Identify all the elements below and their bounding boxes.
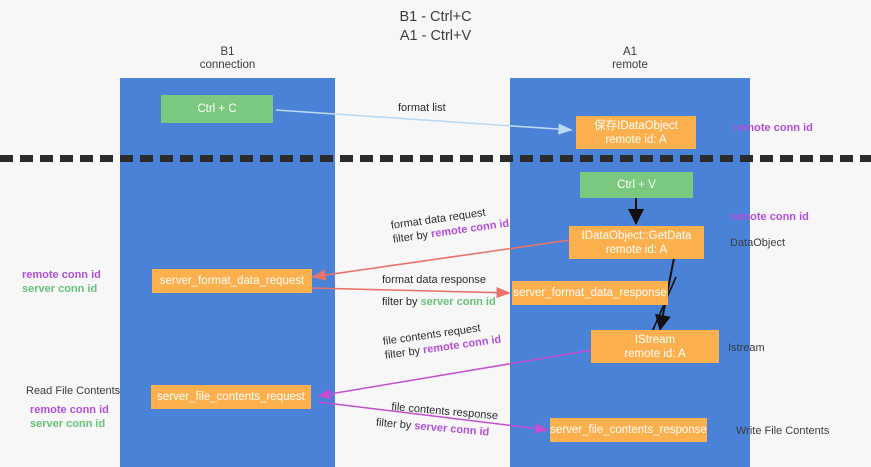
filter-prefix: filter by (375, 416, 415, 433)
box-idataobject-line1: 保存IDataObject (594, 119, 678, 132)
box-idataobject-line2: remote id: A (605, 133, 667, 146)
lane-header-a1-subtitle: remote (612, 59, 648, 71)
box-ctrl-c[interactable]: Ctrl + C (161, 95, 273, 123)
filter-prefix: filter by (392, 228, 432, 246)
lane-header-a1-title: A1 (622, 46, 638, 58)
box-idataobject-getdata[interactable]: IDataObject::GetData remote id: A (569, 226, 704, 259)
edge-label-format-list: format list (398, 101, 446, 115)
box-ctrl-v[interactable]: Ctrl + V (580, 172, 693, 198)
annotation-left-conn-ids: remote conn id server conn id (22, 269, 101, 296)
edge-label-file-contents-response: file contents response filter by server … (375, 400, 498, 440)
title-line-2: A1 - Ctrl+V (399, 28, 472, 44)
annotation-remote-conn-id-top-text: remote conn id (734, 122, 813, 134)
annotation-left-server-conn-id-2: server conn id (30, 417, 106, 430)
title-line-1: B1 - Ctrl+C (399, 9, 472, 25)
box-server-file-contents-response-label: server_file_contents_response (550, 424, 707, 436)
box-idataobject[interactable]: 保存IDataObject remote id: A (576, 116, 696, 149)
annotation-left-server-conn-id: server conn id (22, 282, 98, 295)
annotation-istream-text: Istream (728, 342, 765, 354)
box-server-file-contents-response[interactable]: server_file_contents_response (550, 418, 707, 442)
annotation-write-file-contents: Write File Contents (736, 425, 829, 439)
edge-label-format-data-response: format data response filter by server co… (382, 273, 496, 309)
box-server-file-contents-request-label: server_file_contents_request (157, 391, 305, 403)
annotation-read-file-contents-text: Read File Contents (26, 385, 121, 397)
lane-header-a1: A1 remote (555, 46, 705, 72)
annotation-write-file-contents-text: Write File Contents (736, 425, 830, 437)
page-title: B1 - Ctrl+C A1 - Ctrl+V (0, 8, 871, 46)
annotation-left-conn-ids-2: remote conn id server conn id (30, 404, 109, 431)
edge-label-format-data-request: format data request filter by remote con… (390, 203, 510, 247)
annotation-remote-conn-id-mid-text: remote conn id (730, 211, 809, 223)
annotation-dataobject: DataObject (730, 237, 785, 251)
annotation-remote-conn-id-mid: remote conn id (730, 211, 809, 225)
box-idataobject-getdata-line1: IDataObject::GetData (581, 229, 692, 242)
lane-header-b1-subtitle: connection (199, 59, 256, 71)
edge-label-format-data-response-line1: format data response (382, 274, 486, 286)
box-idataobject-getdata-line2: remote id: A (605, 243, 668, 256)
annotation-istream: Istream (728, 342, 765, 356)
lane-header-b1: B1 connection (150, 46, 305, 72)
annotation-dataobject-text: DataObject (730, 237, 786, 249)
box-istream[interactable]: IStream remote id: A (591, 330, 719, 363)
filter-prefix: filter by (382, 296, 421, 308)
box-server-format-data-response[interactable]: server_format_data_response (512, 281, 668, 305)
annotation-remote-conn-id-top: remote conn id (734, 122, 813, 136)
box-server-file-contents-request[interactable]: server_file_contents_request (151, 385, 311, 409)
annotation-left-remote-conn-id: remote conn id (22, 269, 101, 281)
box-istream-line2: remote id: A (624, 347, 686, 360)
edge-label-file-contents-request: file contents request filter by remote c… (382, 319, 502, 363)
box-server-format-data-response-label: server_format_data_response (513, 287, 667, 299)
lane-header-b1-title: B1 (220, 46, 235, 58)
box-ctrl-c-label: Ctrl + C (197, 103, 237, 115)
box-ctrl-v-label: Ctrl + V (617, 179, 656, 191)
box-server-format-data-request-label: server_format_data_request (159, 275, 305, 287)
filter-value-server-conn-id: server conn id (413, 420, 490, 439)
edge-label-format-list-text: format list (398, 102, 446, 114)
filter-value-server-conn-id: server conn id (420, 296, 496, 308)
annotation-read-file-contents: Read File Contents (26, 385, 120, 399)
box-server-format-data-request[interactable]: server_format_data_request (152, 269, 312, 293)
section-divider (0, 155, 871, 162)
filter-prefix: filter by (384, 344, 424, 362)
box-istream-line1: IStream (634, 333, 676, 346)
annotation-left-remote-conn-id-2: remote conn id (30, 404, 109, 416)
edge-label-format-data-response-filter: filter by server conn id (382, 295, 496, 309)
